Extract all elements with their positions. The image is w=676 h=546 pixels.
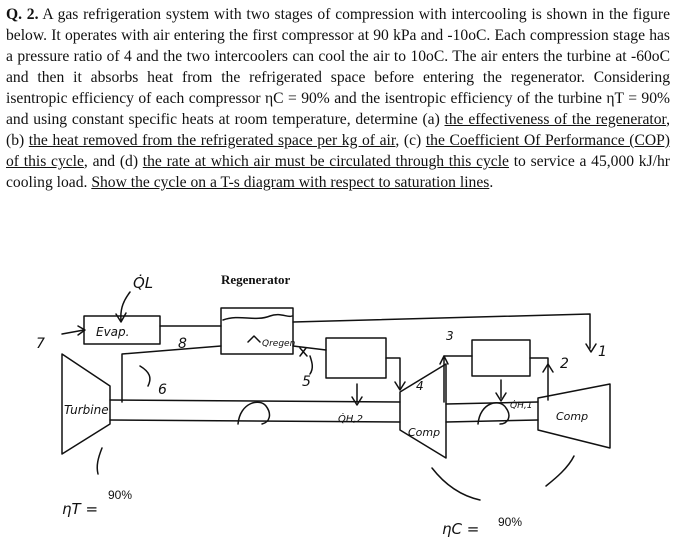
shaft-left <box>109 399 401 423</box>
separator: , (c) <box>395 132 426 149</box>
tick-mark <box>299 347 308 357</box>
eta-t-pointer <box>96 447 103 475</box>
qh1-arrow-head <box>495 392 507 402</box>
line-state7 <box>61 329 85 335</box>
intercooler-2-box <box>325 337 387 379</box>
turbine-shape <box>61 353 111 455</box>
part-a: the effectiveness of the regenerator <box>444 111 667 128</box>
intercooler-1-box <box>471 339 531 377</box>
compressor-right-shape <box>537 383 611 449</box>
part-c: the Coefficient Of Performance (COP) of … <box>6 132 670 170</box>
period: . <box>489 174 494 191</box>
line-regen-out <box>292 345 327 351</box>
state-1-label: 1 <box>598 344 607 360</box>
arrow-state1 <box>585 343 597 353</box>
regenerator-box <box>220 307 294 355</box>
line-state2 <box>529 357 549 401</box>
eta-c-pointer-left <box>431 467 481 501</box>
question-number: Q. 2. <box>6 6 39 23</box>
eta-t-value: 90% <box>108 488 132 502</box>
compressor-left-shape <box>399 363 447 459</box>
state-8-label: 8 <box>178 336 187 352</box>
state-6-label: 6 <box>158 382 167 398</box>
evaporator-label: Evap. <box>96 325 129 339</box>
arrow-state4 <box>394 381 406 391</box>
state5-pointer <box>309 355 314 375</box>
state-2-label: 2 <box>560 356 569 372</box>
eta-c-value: 90% <box>498 515 522 529</box>
line-regen-to-turbine <box>121 345 222 403</box>
qh2-label: Q̇H,2 <box>338 412 363 425</box>
separator: , and (d) <box>83 153 143 170</box>
qh2-arrow-head <box>351 396 363 406</box>
eta-c-pointer-right <box>545 455 575 487</box>
eta-c-symbol: ηC = <box>442 520 479 538</box>
problem-text-tail: to service a 45,000 kJ/hr cooling load. <box>6 153 670 191</box>
coupling-right <box>477 402 510 425</box>
arrow-state2 <box>542 363 554 373</box>
cycle-diagram: Q̇L Evap. Regenerator Qregen 7 8 5 6 Q̇H… <box>36 272 611 538</box>
regenerator-wave <box>222 313 293 321</box>
qh1-label: Q̇H,1 <box>510 399 532 411</box>
state-7-label: 7 <box>36 336 45 352</box>
line-regen-to-state1 <box>292 313 591 349</box>
ql-arrow <box>120 291 131 321</box>
eta-t-symbol: ηT = <box>62 500 98 518</box>
coupling-left <box>237 401 271 425</box>
problem-text: A gas refrigeration system with two stag… <box>6 6 670 128</box>
state-5-label: 5 <box>302 374 311 390</box>
q-regen-label: Qregen <box>262 339 296 349</box>
ql-label: Q̇L <box>133 273 153 292</box>
turbine-label: Turbine <box>64 403 109 417</box>
regen-heat-arrow <box>247 335 261 343</box>
problem-statement: Q. 2. A gas refrigeration system with tw… <box>6 4 670 193</box>
line-ic2-to-comp <box>385 357 401 389</box>
state6-pointer <box>139 365 151 387</box>
arrow-state7 <box>77 325 86 336</box>
part-e: Show the cycle on a T-s diagram with res… <box>91 174 490 191</box>
state-4-label: 4 <box>416 379 424 393</box>
state-3-label: 3 <box>446 329 454 343</box>
part-d: the rate at which air must be circulated… <box>142 153 509 170</box>
separator: , (b) <box>6 111 670 149</box>
regenerator-label: Regenerator <box>221 272 291 287</box>
arrow-state3 <box>439 355 449 365</box>
part-b: the heat removed from the refrigerated s… <box>28 132 396 149</box>
compressor-left-label: Comp <box>408 426 440 439</box>
compressor-right-label: Comp <box>556 410 588 423</box>
